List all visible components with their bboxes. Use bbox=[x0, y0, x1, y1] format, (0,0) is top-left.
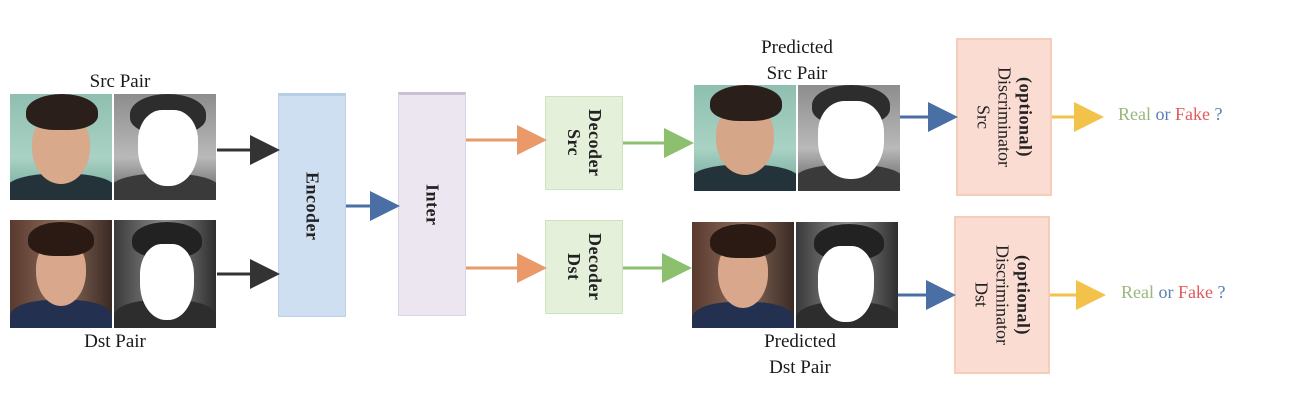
dst-mask bbox=[114, 220, 216, 328]
dst-discriminator-block: Dst Discriminator (optional) bbox=[954, 216, 1050, 374]
predicted-src-photo bbox=[694, 85, 796, 191]
dst-decoder-label-line2: Decoder bbox=[585, 233, 605, 301]
src-fake-text: Fake bbox=[1175, 104, 1210, 124]
dst-decoder-block: Dst Decoder bbox=[545, 220, 623, 314]
src-photo bbox=[10, 94, 112, 200]
src-question-mark: ? bbox=[1214, 104, 1223, 124]
dst-fake-text: Fake bbox=[1178, 282, 1213, 302]
predicted-dst-label-line2: Dst Pair bbox=[769, 357, 831, 378]
src-disc-label-line1: Src bbox=[973, 105, 994, 129]
predicted-src-mask bbox=[798, 85, 900, 191]
encoder-label: Encoder bbox=[302, 171, 323, 241]
dst-real-text: Real bbox=[1121, 282, 1154, 302]
predicted-dst-mask bbox=[796, 222, 898, 328]
predicted-src-label-line1: Predicted bbox=[761, 37, 833, 58]
dst-disc-label-line1: Dst bbox=[971, 282, 992, 308]
src-pair-label: Src Pair bbox=[89, 71, 151, 92]
src-real-text: Real bbox=[1118, 104, 1151, 124]
dst-question-mark: ? bbox=[1217, 282, 1226, 302]
src-decoder-label-line2: Decoder bbox=[585, 109, 605, 177]
dst-decoder-label-line1: Dst bbox=[564, 253, 584, 281]
predicted-dst-label-line1: Predicted bbox=[764, 331, 836, 352]
src-output-text: Real or Fake ? bbox=[1118, 104, 1223, 125]
dst-pair-label: Dst Pair bbox=[84, 331, 146, 352]
predicted-src-label-line2: Src Pair bbox=[766, 63, 828, 84]
dst-disc-label-line3: (optional) bbox=[1013, 254, 1034, 335]
encoder-block: Encoder bbox=[278, 93, 346, 317]
src-or-text: or bbox=[1155, 104, 1171, 124]
dst-or-text: or bbox=[1158, 282, 1174, 302]
inter-block: Inter bbox=[398, 92, 466, 316]
src-discriminator-block: Src Discriminator (optional) bbox=[956, 38, 1052, 196]
src-mask bbox=[114, 94, 216, 200]
src-disc-label-line2: Discriminator bbox=[994, 67, 1015, 167]
predicted-dst-photo bbox=[692, 222, 794, 328]
src-disc-label-line3: (optional) bbox=[1015, 76, 1036, 157]
src-decoder-label-line1: Src bbox=[564, 129, 584, 157]
src-decoder-block: Src Decoder bbox=[545, 96, 623, 190]
inter-label: Inter bbox=[422, 184, 443, 226]
dst-disc-label-line2: Discriminator bbox=[992, 245, 1013, 345]
dst-output-text: Real or Fake ? bbox=[1121, 282, 1226, 303]
dst-photo bbox=[10, 220, 112, 328]
